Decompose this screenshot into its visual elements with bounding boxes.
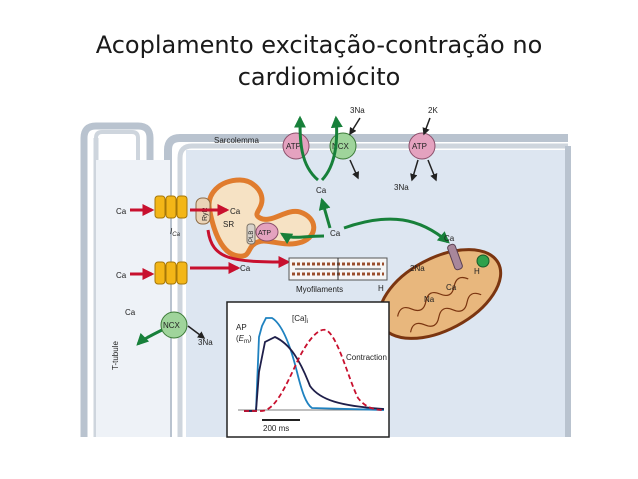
inset-contraction-label: Contraction	[346, 353, 387, 362]
calcium-transient-curve	[244, 336, 385, 412]
l-type-ca-channel-bottom	[154, 261, 188, 285]
nak-3na-label: 3Na	[394, 183, 409, 192]
ca-cytosol-label: Ca	[240, 264, 251, 273]
sr-atp-pump	[255, 222, 279, 242]
na-k-atpase	[408, 132, 436, 160]
sarcolemma-ncx-label: NCX	[332, 142, 350, 151]
t-tubule-ncx-label: NCX	[163, 321, 181, 330]
sr-label: SR	[223, 220, 234, 229]
mito-ca-in-label: Ca	[444, 234, 455, 243]
l-type-ca-channel-top	[154, 195, 188, 219]
sarcolemma-label: Sarcolemma	[214, 136, 259, 145]
mito-2na-label: 2Na	[410, 264, 425, 273]
ap-curve	[244, 317, 385, 412]
myofilaments	[288, 257, 388, 281]
ca-removal-arrows	[136, 115, 450, 346]
myofilaments-label: Myofilaments	[296, 285, 343, 294]
inset-ca-label: [Ca]i	[292, 314, 308, 325]
ca-release-label: Ca	[230, 207, 241, 216]
plb-protein	[246, 223, 256, 245]
nak-2k-label: 2K	[428, 106, 438, 115]
sarcolemma-atp-label: ATP	[286, 142, 301, 151]
mito-h-left-label: H	[378, 284, 384, 293]
action-potential-inset	[226, 301, 390, 438]
inset-ap-label: AP	[236, 323, 247, 332]
contraction-curve	[244, 328, 385, 412]
ca-outside-top-label: Ca	[116, 207, 127, 216]
sr-atp-label: ATP	[258, 230, 271, 237]
ncx-3na-in-label: 3Na	[350, 106, 365, 115]
t-tubule-ncx	[160, 311, 188, 339]
inset-em-label: (Em)	[236, 334, 252, 345]
t-tubule-ca-label: Ca	[125, 308, 136, 317]
mito-h-right-label: H	[474, 267, 480, 276]
slide-title-line-1: Acoplamento excitação-contração no	[95, 31, 543, 59]
ica-label: ICa	[170, 227, 181, 238]
inset-scale-label: 200 ms	[263, 424, 289, 433]
ca-center-label: Ca	[330, 229, 341, 238]
na-k-atpase-label: ATP	[412, 142, 427, 151]
ca-outside-bottom-label: Ca	[116, 271, 127, 280]
ca-near-sarcolemma-label: Ca	[316, 186, 327, 195]
ryr-label: RyR	[202, 207, 209, 221]
plb-label: PLB	[249, 231, 255, 242]
t-tubule-3na-label: 3Na	[198, 338, 213, 347]
mitochondrion	[377, 243, 503, 340]
t-tubule-label: T-tubule	[111, 341, 120, 370]
mito-ca-label: Ca	[446, 283, 457, 292]
slide-title-line-2: cardiomiócito	[237, 63, 401, 91]
mito-na-label: Na	[424, 295, 435, 304]
ca-entry-arrows	[130, 204, 291, 280]
